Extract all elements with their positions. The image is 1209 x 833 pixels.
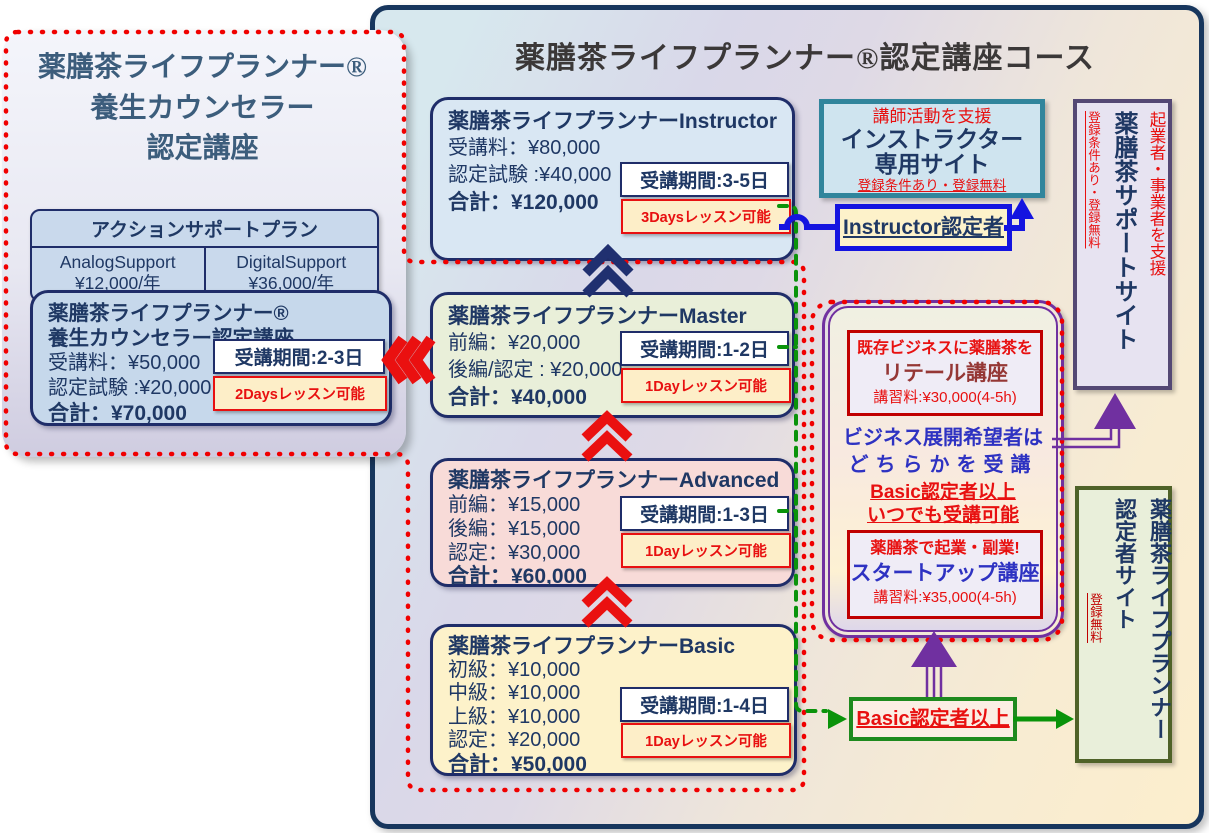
registration-note: 登録条件あり・登録無料: [857, 178, 1007, 193]
period-badge: 受講期間:2-3日: [213, 339, 385, 374]
basic-certified-box: Basic認定者以上: [849, 697, 1017, 741]
lesson-badge: 1Dayレッスン可能: [621, 368, 791, 403]
course-box-counselor: 薬膳茶ライフプランナー® 養生カウンセラー認定講座 受講料：¥50,000 認定…: [30, 290, 392, 426]
business-note: ビジネス展開希望者は: [843, 427, 1043, 449]
right-panel-title: 薬膳茶ライフプランナー®認定講座コース: [515, 42, 1095, 75]
plan-table-header: アクションサポートプラン: [32, 211, 377, 248]
registration-note: 登録無料: [1088, 593, 1102, 643]
support-site-title: 薬膳茶サポートサイト: [1110, 111, 1137, 351]
business-support-site-box: 起業者・事業者を支援 薬膳茶サポートサイト 登録条件あり・登録無料: [1073, 99, 1172, 390]
course-box-master: 薬膳茶ライフプランナーMaster 前編：¥20,000 後編/認定 : ¥20…: [430, 292, 795, 418]
cert-site-title: 認定者サイト: [1112, 498, 1137, 630]
startup-course-box: 薬膳茶で起業・副業! スタートアップ講座 講習料:¥35,000(4-5h): [847, 530, 1043, 619]
instructor-site-box: 講師活動を支援 インストラクター 専用サイト 登録条件あり・登録無料: [819, 99, 1045, 198]
support-site-lead: 起業者・事業者を支援: [1147, 111, 1165, 276]
course-box-basic: 薬膳茶ライフプランナーBasic 初級：¥10,000 中級：¥10,000 上…: [430, 624, 797, 776]
lesson-badge: 2Daysレッスン可能: [213, 376, 387, 411]
business-note: どちらかを受講: [848, 454, 1038, 476]
certified-member-site-box: 薬膳茶ライフプランナー 認定者サイト 登録無料: [1075, 486, 1172, 763]
lesson-badge: 1Dayレッスン可能: [621, 533, 791, 568]
period-badge: 受講期間:3-5日: [620, 162, 789, 197]
registration-note: 登録条件あり・登録無料: [1086, 111, 1100, 249]
cert-site-title: 薬膳茶ライフプランナー: [1147, 498, 1172, 740]
course-box-instructor: 薬膳茶ライフプランナーInstructor 受講料：¥80,000 認定試験 :…: [430, 97, 795, 261]
instructor-certified-box: Instructor認定者: [835, 204, 1012, 251]
period-badge: 受講期間:1-2日: [620, 331, 789, 366]
retail-course-box: 既存ビジネスに薬膳茶を リテール講座 講習料:¥30,000(4-5h): [847, 330, 1043, 416]
course-box-advanced: 薬膳茶ライフプランナーAdvanced 前編：¥15,000 後編：¥15,00…: [430, 458, 795, 588]
business-note: いつでも受講可能: [866, 505, 1019, 526]
left-panel-title: 薬膳茶ライフプランナー® 養生カウンセラー 認定講座: [10, 48, 395, 170]
lesson-badge: 1Dayレッスン可能: [621, 723, 791, 758]
lesson-badge: 3Daysレッスン可能: [621, 199, 791, 234]
left-title-line: 認定講座: [146, 133, 259, 165]
period-badge: 受講期間:1-4日: [620, 687, 789, 722]
business-course-box: 既存ビジネスに薬膳茶を リテール講座 講習料:¥30,000(4-5h) ビジネ…: [822, 300, 1064, 638]
action-support-plan-table: アクションサポートプラン AnalogSupport ¥12,000/年 Dig…: [30, 209, 379, 302]
left-title-line: 薬膳茶ライフプランナー®: [38, 52, 367, 83]
left-title-line: 養生カウンセラー: [90, 92, 315, 124]
period-badge: 受講期間:1-3日: [620, 496, 789, 531]
